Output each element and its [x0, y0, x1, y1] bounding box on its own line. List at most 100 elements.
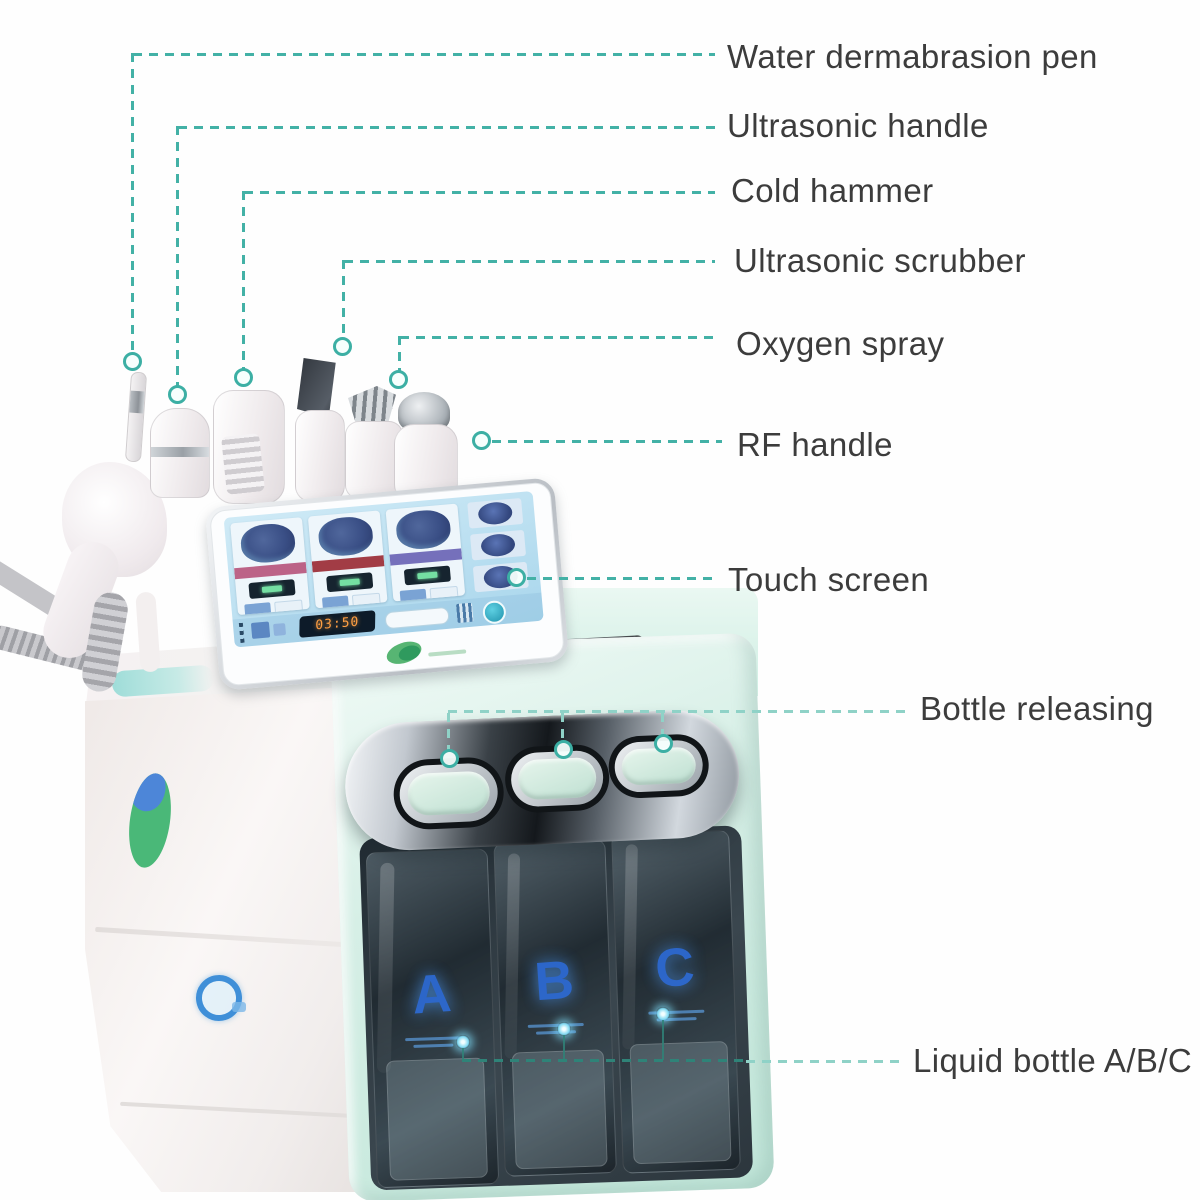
connector-dot-c: [656, 1007, 670, 1021]
tools-icon-2: [273, 623, 287, 637]
screen-card-3: [385, 503, 466, 602]
face-graphic: [239, 521, 297, 565]
level-stripes-icon: [456, 602, 474, 623]
leader-drop-c: [661, 713, 664, 736]
bottle-a-caption-line: [405, 1036, 462, 1042]
bottle-letter-b: B: [532, 949, 576, 1013]
connector-ring: [333, 337, 352, 356]
power-button-icon: [481, 599, 507, 625]
face-graphic: [394, 508, 452, 551]
card-display: [403, 565, 452, 586]
label-liquid-bottle: Liquid bottle A/B/C: [913, 1042, 1193, 1079]
holder-tube: [135, 591, 161, 673]
bottle-b-inner-vessel: [511, 1049, 608, 1170]
label-ultrasonic-scrubber: Ultrasonic scrubber: [734, 242, 1026, 279]
liquid-bottle-b: B: [493, 839, 617, 1177]
rail-thumb-1: [467, 497, 524, 529]
label-cold-hammer: Cold hammer: [731, 172, 934, 209]
green-readout: [261, 585, 283, 593]
leader-line-h: [492, 440, 722, 443]
mode-pill: [384, 606, 450, 630]
touch-screen: 03:50: [223, 490, 544, 648]
leader-stem-b: [563, 1035, 565, 1060]
leader-stem-c: [662, 1020, 664, 1060]
screen-card-2: [307, 510, 388, 609]
bottle-letter-c: C: [653, 936, 697, 1000]
leader-line-h: [178, 126, 715, 129]
connector-dot-a: [456, 1035, 470, 1049]
bottle-a-caption-line2: [413, 1043, 454, 1048]
card-banner-purple: [389, 548, 463, 566]
leader-stem-a: [462, 1048, 464, 1060]
leader-line-h: [133, 53, 715, 56]
connector-ring: [507, 568, 526, 587]
green-readout: [339, 578, 360, 587]
leader-line-h: [746, 1060, 906, 1063]
handpiece-ultrasonic-handle: [150, 408, 210, 498]
face-graphic: [317, 515, 375, 558]
leader-drop-a: [447, 713, 450, 751]
menu-dots-icon: [238, 622, 245, 643]
h2o2-logo-accent: [232, 1002, 246, 1012]
face-graphic: [477, 500, 514, 526]
connector-ring: [554, 740, 573, 759]
machine-front: A B C: [330, 632, 775, 1200]
leader-line-h: [400, 336, 715, 339]
handpiece-water-dermabrasion-pen: [124, 371, 148, 463]
liquid-bottle-c: C: [611, 829, 741, 1174]
leader-line-h-dark: [462, 1059, 746, 1062]
label-rf-handle: RF handle: [737, 426, 893, 463]
connector-ring: [234, 368, 253, 387]
connector-ring: [123, 352, 142, 371]
release-button-pad: [406, 770, 491, 817]
leader-line-h: [448, 710, 906, 713]
connector-ring: [472, 431, 491, 450]
bottle-b-caption-line: [527, 1022, 584, 1028]
bottle-letter-a: A: [410, 962, 454, 1026]
label-touch-screen: Touch screen: [728, 561, 930, 598]
connector-ring: [654, 734, 673, 753]
timer-value: 03:50: [315, 614, 360, 634]
card-thumb: [244, 602, 272, 616]
release-panel-chrome: [342, 707, 742, 853]
green-readout: [417, 571, 438, 580]
bottle-bay: A B C: [359, 825, 754, 1191]
handpiece-oxygen-spray: [345, 421, 403, 499]
timer-display: 03:50: [299, 610, 376, 638]
label-oxygen-spray: Oxygen spray: [736, 325, 945, 362]
leader-line-v: [176, 126, 179, 387]
connector-ring: [168, 385, 187, 404]
leader-line-h: [344, 260, 715, 263]
connector-dot-b: [557, 1022, 571, 1036]
leader-line-v: [342, 260, 345, 339]
handpiece-ultrasonic-scrubber: [295, 410, 345, 502]
card-banner-pink: [234, 561, 307, 580]
pen-chrome-band: [129, 390, 145, 414]
connector-ring: [440, 749, 459, 768]
label-bottle-releasing: Bottle releasing: [920, 690, 1154, 727]
liquid-bottle-a: A: [365, 848, 500, 1189]
label-water-dermabrasion-pen: Water dermabrasion pen: [727, 38, 1098, 75]
face-graphic: [480, 532, 516, 558]
leader-line-v: [398, 336, 401, 372]
release-button-pad: [517, 756, 597, 801]
ultrasonic-handle-chrome-band: [151, 447, 209, 457]
leader-line-v: [242, 191, 245, 370]
card-display: [326, 572, 374, 593]
rail-thumb-2: [470, 529, 527, 561]
card-thumb: [321, 595, 350, 609]
leader-drop-b: [561, 713, 564, 742]
bottle-a-inner-vessel: [385, 1057, 489, 1181]
card-display: [248, 579, 296, 600]
leader-line-v: [131, 53, 134, 353]
tools-icon: [250, 621, 271, 639]
leader-line-h: [244, 191, 715, 194]
label-ultrasonic-handle: Ultrasonic handle: [727, 107, 989, 144]
card-thumb: [399, 588, 428, 602]
leader-line-h: [527, 577, 714, 580]
handpiece-cold-hammer: [213, 390, 285, 504]
handpiece-oxygen-spray-cone: [348, 386, 396, 426]
cold-hammer-vents: [221, 433, 265, 495]
handpiece-ultrasonic-scrubber-blade: [297, 358, 336, 418]
